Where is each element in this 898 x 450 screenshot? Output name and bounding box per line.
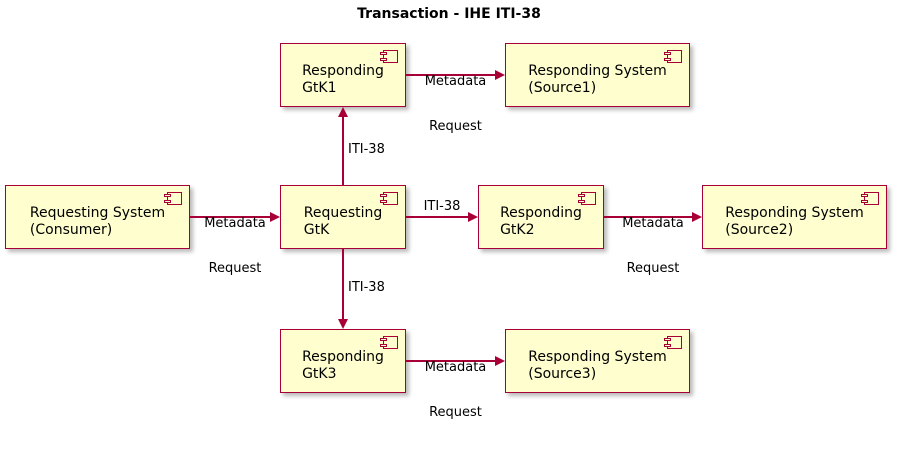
edge-label-line1: Metadata	[204, 216, 266, 231]
arrow-gtk1-to-source1	[406, 70, 505, 80]
component-responding-gtk2[interactable]: Responding GtK2	[478, 185, 604, 249]
component-label-line1: Requesting System	[29, 205, 166, 221]
edge-label-requesting-gtk-to-gtk2: ITI-38	[423, 199, 461, 214]
component-label-line1: Responding System	[725, 205, 864, 221]
uml-component-icon	[164, 192, 182, 205]
component-label-line1: Requesting	[303, 205, 383, 221]
component-responding-system-source3[interactable]: Responding System (Source3)	[505, 329, 690, 393]
uml-component-icon	[380, 336, 398, 349]
edge-label-consumer-to-requesting-gtk: Metadata Request	[190, 186, 280, 306]
edge-label-gtk3-to-source3: Metadata Request	[406, 330, 505, 450]
component-label-line2: (Consumer)	[29, 222, 113, 238]
edge-label-line2: Request	[429, 405, 482, 420]
uml-component-icon	[664, 50, 682, 63]
component-label-line2: (Source3)	[528, 366, 597, 382]
uml-component-icon	[664, 336, 682, 349]
component-responding-system-source1[interactable]: Responding System (Source1)	[505, 43, 690, 107]
uml-component-icon	[380, 50, 398, 63]
component-label-line1: Responding	[500, 205, 582, 221]
edge-label-line1: Metadata	[424, 360, 487, 375]
component-label-line2: GtK	[303, 222, 330, 238]
component-responding-system-source2[interactable]: Responding System (Source2)	[702, 185, 887, 249]
component-label-line2: (Source2)	[725, 222, 794, 238]
edge-label-line2: Request	[626, 261, 680, 276]
component-label-line1: Responding System	[528, 63, 667, 79]
edge-label-line2: Request	[429, 119, 482, 134]
edge-label-line1: Metadata	[424, 74, 487, 89]
component-label-line2: (Source1)	[528, 80, 597, 96]
diagram-title: Transaction - IHE ITI-38	[357, 6, 541, 22]
component-diagram-canvas: Transaction - IHE ITI-38 Responding GtK1…	[5, 6, 887, 420]
edge-label-requesting-gtk-to-gtk3: ITI-38	[348, 280, 385, 295]
uml-component-icon	[380, 192, 398, 205]
component-requesting-system-consumer[interactable]: Requesting System (Consumer)	[5, 185, 190, 249]
component-label-line2: GtK1	[302, 80, 337, 96]
arrow-requesting-gtk-to-gtk3	[338, 249, 348, 329]
arrow-requesting-gtk-to-gtk1	[338, 107, 348, 187]
arrow-consumer-to-requesting-gtk	[190, 212, 280, 222]
edge-label-gtk1-to-source1: Metadata Request	[406, 44, 505, 164]
arrow-gtk2-to-source2	[604, 212, 702, 222]
arrow-requesting-gtk-to-gtk2	[406, 212, 478, 222]
component-label-line1: Responding	[302, 349, 384, 365]
component-label-line2: GtK2	[500, 222, 535, 238]
uml-component-icon	[578, 192, 596, 205]
edge-label-line2: Request	[208, 261, 262, 276]
component-requesting-gtk[interactable]: Requesting GtK	[280, 185, 406, 249]
uml-component-icon	[861, 192, 879, 205]
component-label-line2: GtK3	[302, 366, 337, 382]
component-responding-gtk1[interactable]: Responding GtK1	[280, 43, 406, 107]
edge-label-line1: Metadata	[622, 216, 684, 231]
component-label-line1: Responding System	[528, 349, 667, 365]
edge-label-gtk2-to-source2: Metadata Request	[604, 186, 702, 306]
component-label-line1: Responding	[302, 63, 384, 79]
arrow-gtk3-to-source3	[406, 356, 505, 366]
component-responding-gtk3[interactable]: Responding GtK3	[280, 329, 406, 393]
edge-label-requesting-gtk-to-gtk1: ITI-38	[348, 142, 385, 157]
